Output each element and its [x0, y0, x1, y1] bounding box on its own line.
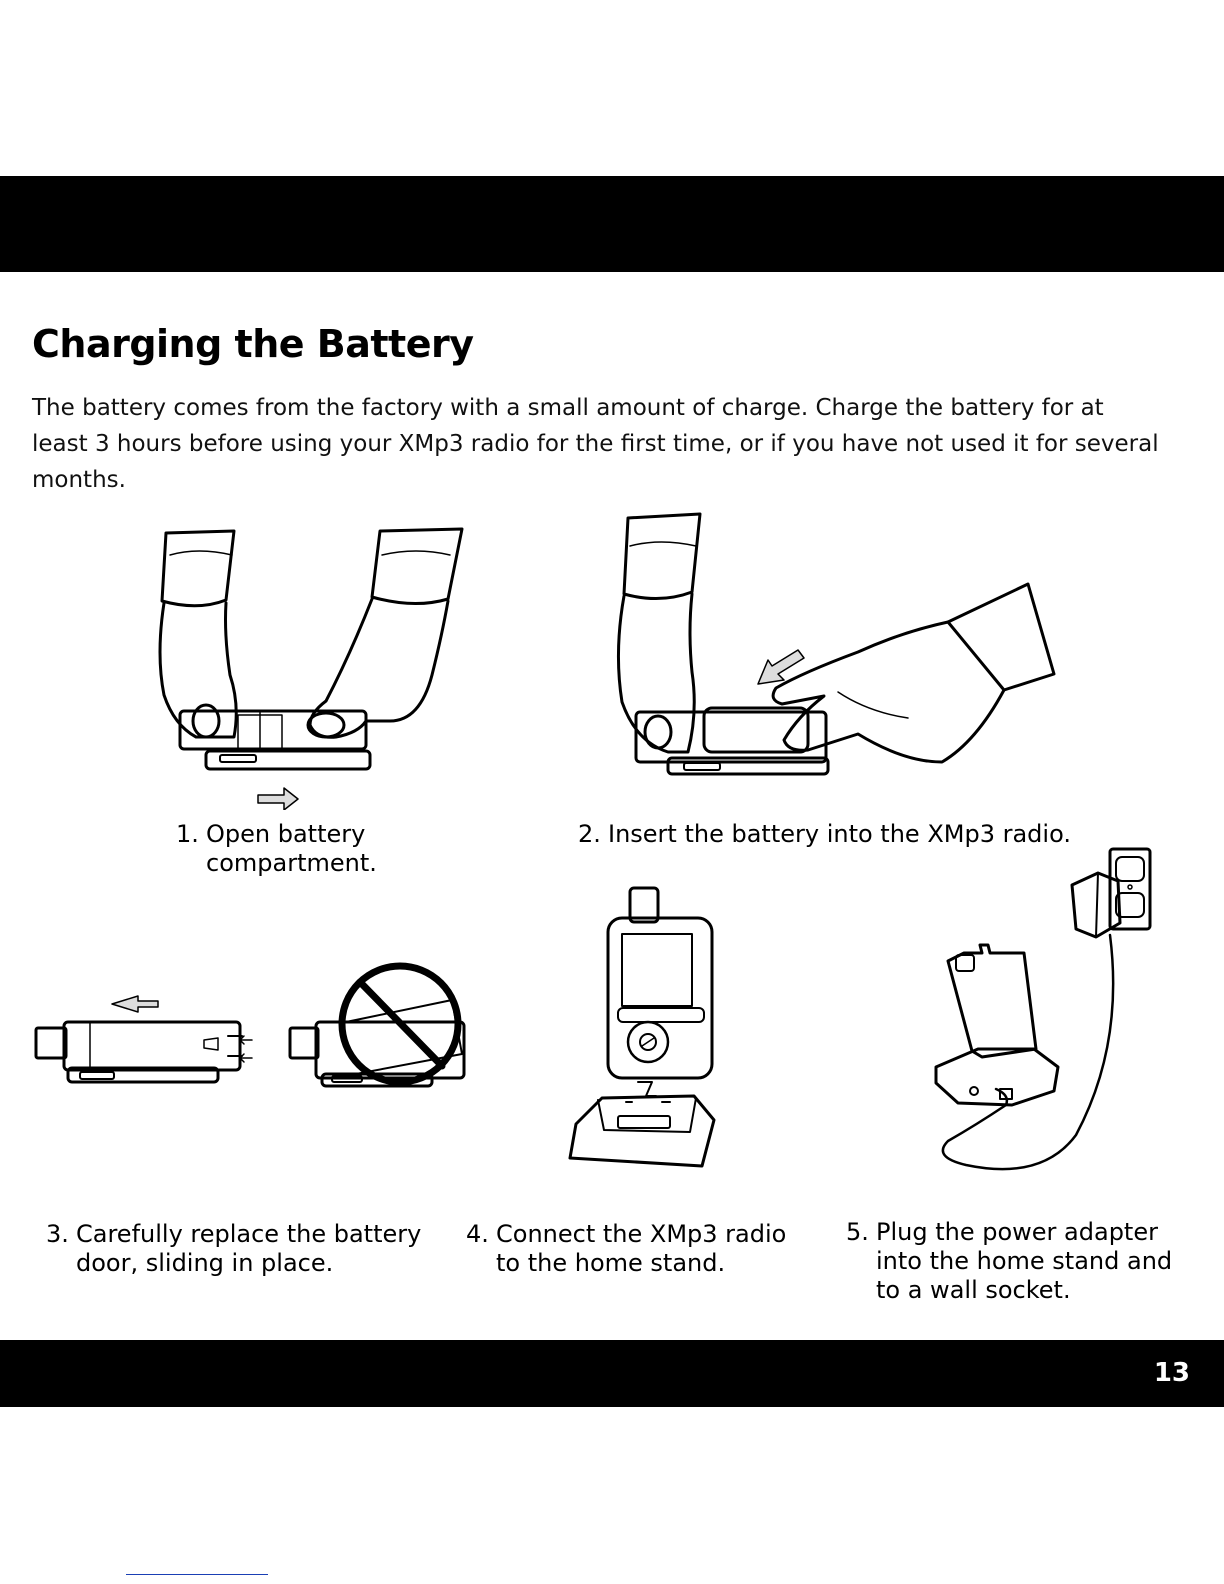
step3-illustration [28, 990, 258, 1090]
step1-caption: 1. Open battery compartment. [176, 820, 436, 878]
step3-caption: 3. Carefully replace the battery door, s… [46, 1220, 446, 1278]
step2-text: Insert the battery into the XMp3 radio. [608, 820, 1071, 849]
intro-paragraph: The battery comes from the factory with … [32, 390, 1162, 498]
step4-illustration [566, 884, 726, 1174]
step1-number: 1. [176, 820, 206, 878]
page-number: 13 [1154, 1355, 1190, 1391]
step4-number: 4. [466, 1220, 496, 1278]
step3-incorrect-illustration [286, 962, 476, 1092]
step4-caption: 4. Connect the XMp3 radio to the home st… [466, 1220, 836, 1278]
step3-number: 3. [46, 1220, 76, 1278]
step5-text: Plug the power adapter into the home sta… [876, 1218, 1172, 1305]
step5-illustration [926, 845, 1166, 1185]
step5-number: 5. [846, 1218, 876, 1305]
header-bar [0, 176, 1224, 272]
footer-bar: 13 [0, 1340, 1224, 1407]
step2-number: 2. [578, 820, 608, 849]
step5-caption: 5. Plug the power adapter into the home … [846, 1218, 1206, 1305]
step3-text: Carefully replace the battery door, slid… [76, 1220, 421, 1278]
step2-caption: 2. Insert the battery into the XMp3 radi… [578, 820, 1098, 849]
step1-text: Open battery compartment. [206, 820, 377, 878]
footer-underline [126, 1574, 268, 1575]
step4-text: Connect the XMp3 radio to the home stand… [496, 1220, 786, 1278]
step2-illustration [608, 512, 1058, 782]
page-title: Charging the Battery [32, 318, 473, 370]
step1-illustration [150, 525, 480, 810]
